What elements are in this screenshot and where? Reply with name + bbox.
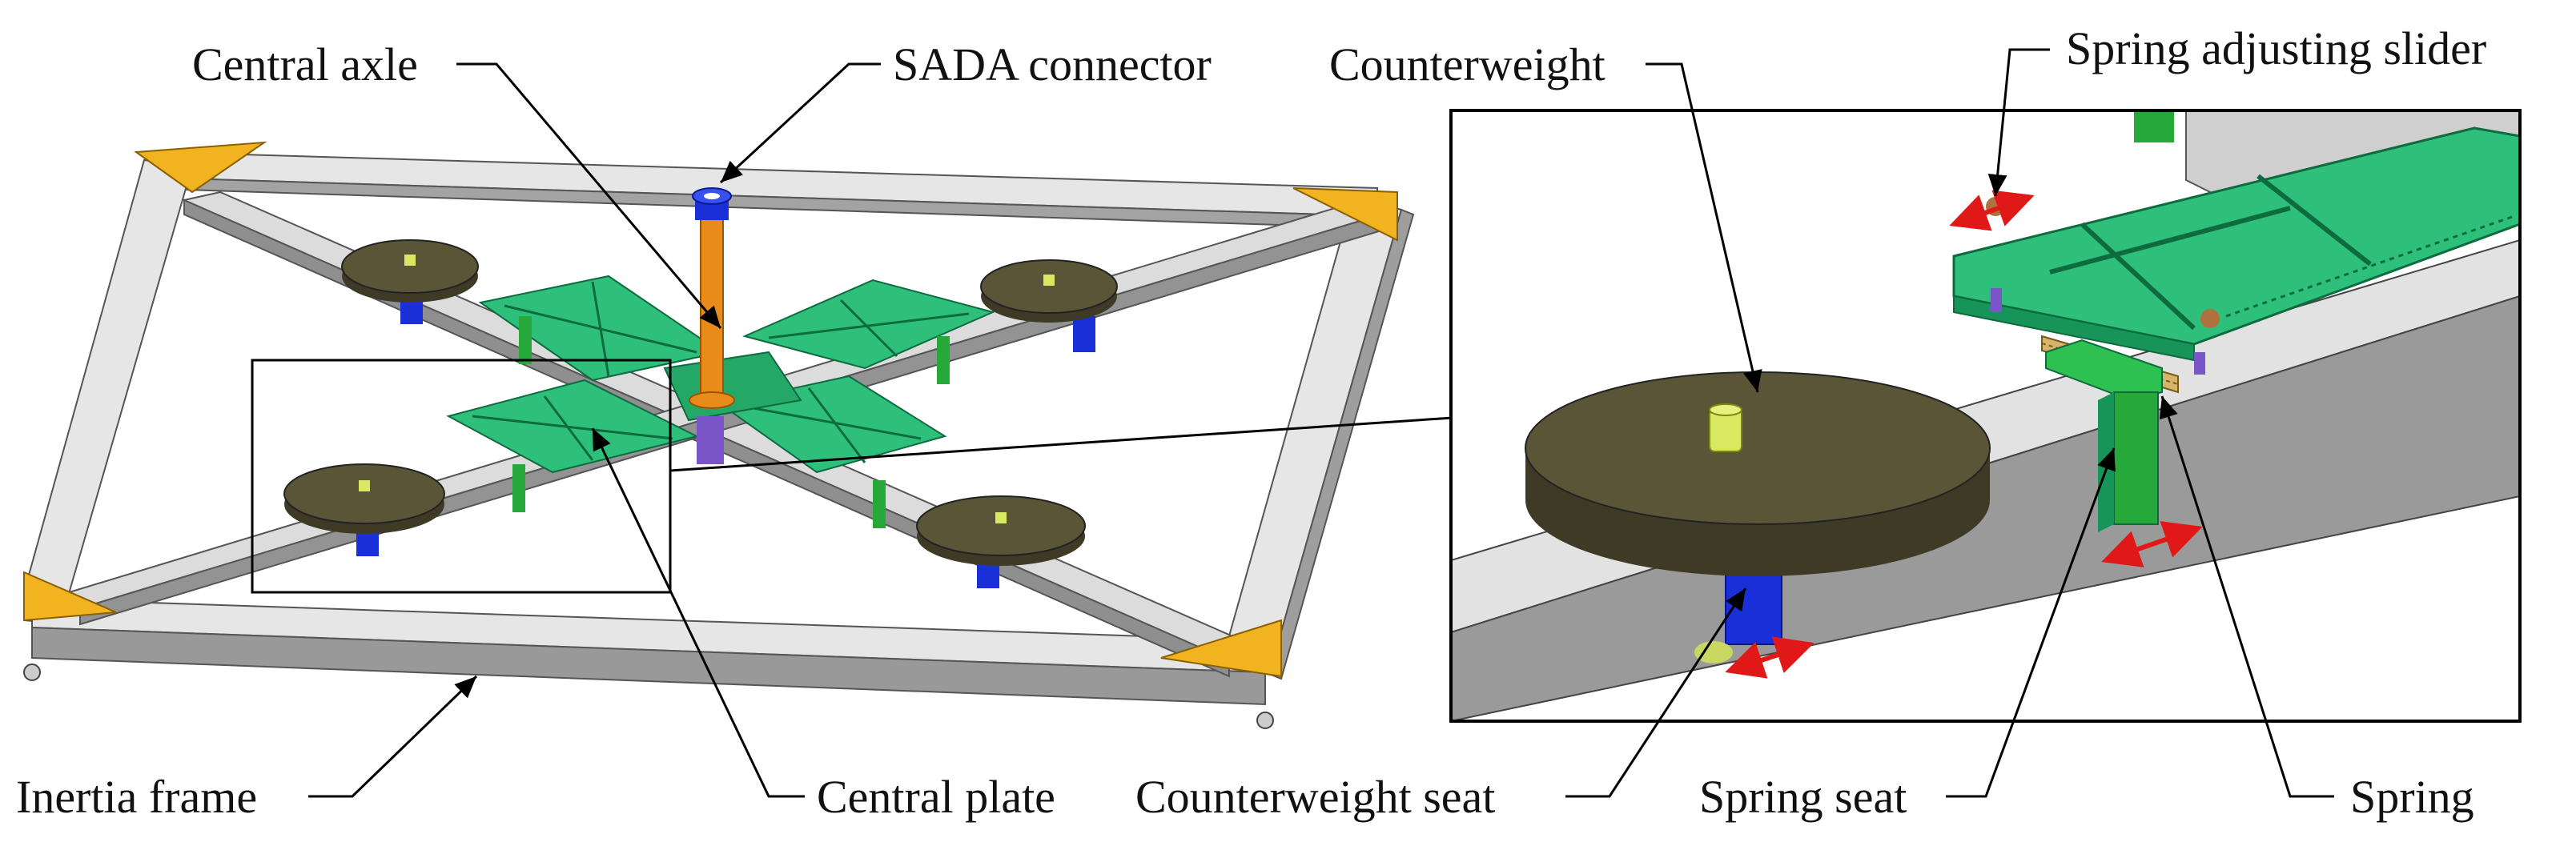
central-plate: [446, 275, 996, 528]
detail-view: [1451, 110, 2520, 721]
counterweights-left: [283, 239, 1118, 588]
label-sada-connector-group: SADA connector: [719, 38, 1212, 184]
label-sada-connector: SADA connector: [893, 38, 1212, 90]
label-inertia-frame: Inertia frame: [16, 771, 257, 823]
label-central-axle-group: Central axle: [192, 38, 722, 329]
zoom-connector-top: [669, 416, 1453, 472]
label-central-axle: Central axle: [192, 38, 418, 90]
adjustment-arrows: [1725, 190, 2203, 679]
label-counterweight: Counterweight: [1329, 38, 1605, 90]
zoom-region-box: [251, 359, 672, 594]
label-inertia-frame-group: Inertia frame: [16, 675, 478, 823]
corner-brackets: [23, 141, 1398, 729]
label-counterweight-group: Counterweight: [1329, 38, 1762, 393]
label-spring-adjusting-slider: Spring adjusting slider: [2066, 22, 2486, 74]
label-counterweight-seat-group: Counterweight seat: [1135, 587, 1747, 823]
label-spring: Spring: [2350, 771, 2474, 823]
label-spring-seat: Spring seat: [1699, 771, 1907, 823]
label-spring-adjusting-slider-group: Spring adjusting slider: [1987, 22, 2486, 197]
detail-view-frame: [1449, 109, 2522, 723]
label-spring-seat-group: Spring seat: [1699, 447, 2116, 823]
label-central-plate: Central plate: [817, 771, 1055, 823]
label-spring-group: Spring: [2159, 395, 2474, 823]
label-counterweight-seat: Counterweight seat: [1135, 771, 1495, 823]
central-axle-assembly: [689, 187, 735, 464]
label-central-plate-group: Central plate: [591, 427, 1055, 823]
